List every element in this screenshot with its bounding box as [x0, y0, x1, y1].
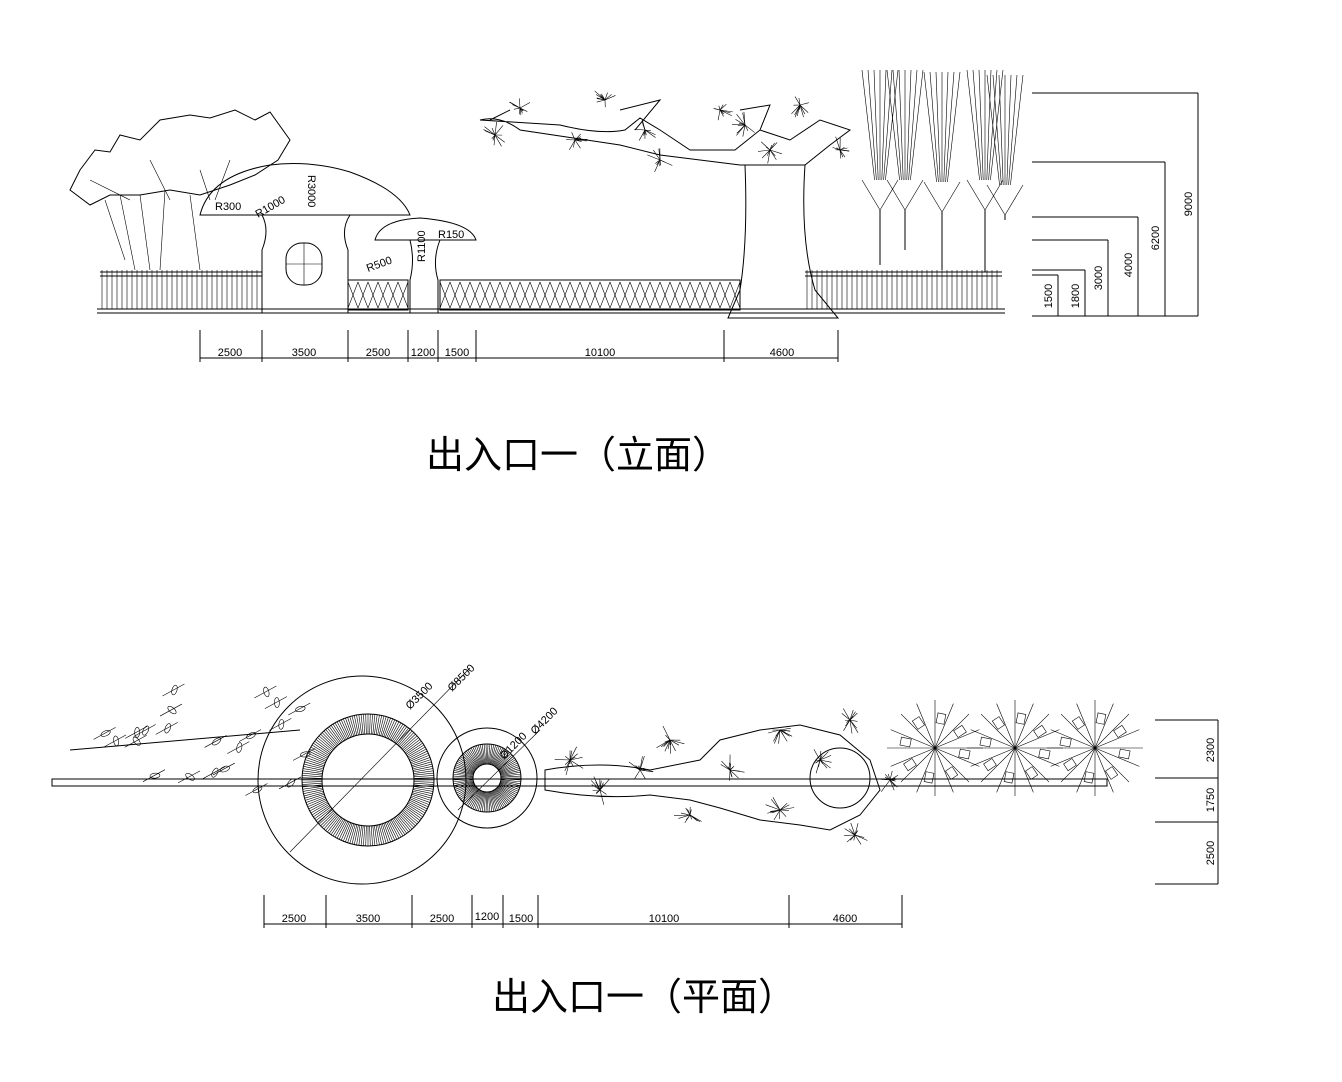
radius-label: R1100: [416, 230, 428, 262]
dim-label: 1200: [411, 347, 435, 359]
radius-label: R1000: [254, 194, 288, 221]
dim-label: 2500: [282, 913, 306, 925]
dim-label: 4600: [833, 913, 857, 925]
height-label: 3000: [1093, 266, 1105, 290]
width-label: 2500: [1205, 841, 1217, 865]
height-label: 6200: [1150, 226, 1162, 250]
diameter-label: Ø8500: [446, 662, 478, 694]
diameter-label: Ø4200: [529, 705, 561, 737]
elevation-view: 2500 3500 2500 1200 1500 10100 4600 R300…: [70, 70, 1198, 477]
height-label: 1800: [1070, 284, 1082, 308]
gate-main: [440, 280, 740, 310]
left-tree-canopy: [70, 110, 290, 270]
width-label: 1750: [1205, 788, 1217, 812]
gate-small: [348, 280, 408, 310]
elevation-dimension-chain: 2500 3500 2500 1200 1500 10100 4600: [200, 330, 838, 362]
dim-label: 4600: [770, 347, 794, 359]
height-label: 1500: [1043, 284, 1055, 308]
dim-label: 10100: [649, 913, 680, 925]
height-label: 4000: [1123, 253, 1135, 277]
plan-view: Ø3500 Ø8500 Ø1200 Ø4200 23: [52, 662, 1218, 1019]
dim-label: 2500: [430, 913, 454, 925]
small-mushroom-plan: Ø1200 Ø4200: [437, 705, 560, 828]
radius-label: R150: [438, 229, 464, 241]
width-dimensions: 2300 1750 2500: [1155, 720, 1218, 884]
left-fence: [100, 270, 262, 309]
radius-labels: R300 R1000 R3000 R500 R1100 R150: [215, 175, 464, 275]
height-dimensions: 1500 1800 3000 4000 6200 9000: [1032, 93, 1198, 316]
radius-label: R500: [365, 255, 394, 275]
elevation-title: 出入口一（立面）: [426, 433, 730, 477]
right-fence: [805, 270, 1002, 309]
dim-label: 1200: [475, 911, 499, 923]
radius-label: R3000: [305, 175, 317, 207]
mushroom-house: [200, 164, 410, 313]
mushroom-house-plan: Ø3500 Ø8500: [258, 662, 477, 884]
radial-trees: [887, 700, 1143, 796]
plan-title: 出入口一（平面）: [492, 975, 796, 1019]
width-label: 2300: [1205, 738, 1217, 762]
plan-dimension-chain: 2500 3500 2500 1200 1500 10100 4600: [264, 895, 902, 928]
dim-label: 3500: [292, 347, 316, 359]
dim-label: 2500: [366, 347, 390, 359]
big-tree-plan: [545, 708, 898, 844]
dim-label: 2500: [218, 347, 242, 359]
right-trees: [862, 70, 1023, 272]
dim-label: 10100: [585, 347, 616, 359]
radius-label: R300: [215, 201, 241, 213]
dim-label: 3500: [356, 913, 380, 925]
diameter-label: Ø3500: [404, 680, 436, 712]
height-label: 9000: [1183, 192, 1195, 216]
dim-label: 1500: [509, 913, 533, 925]
big-tree: [480, 91, 850, 318]
dim-label: 1500: [445, 347, 469, 359]
